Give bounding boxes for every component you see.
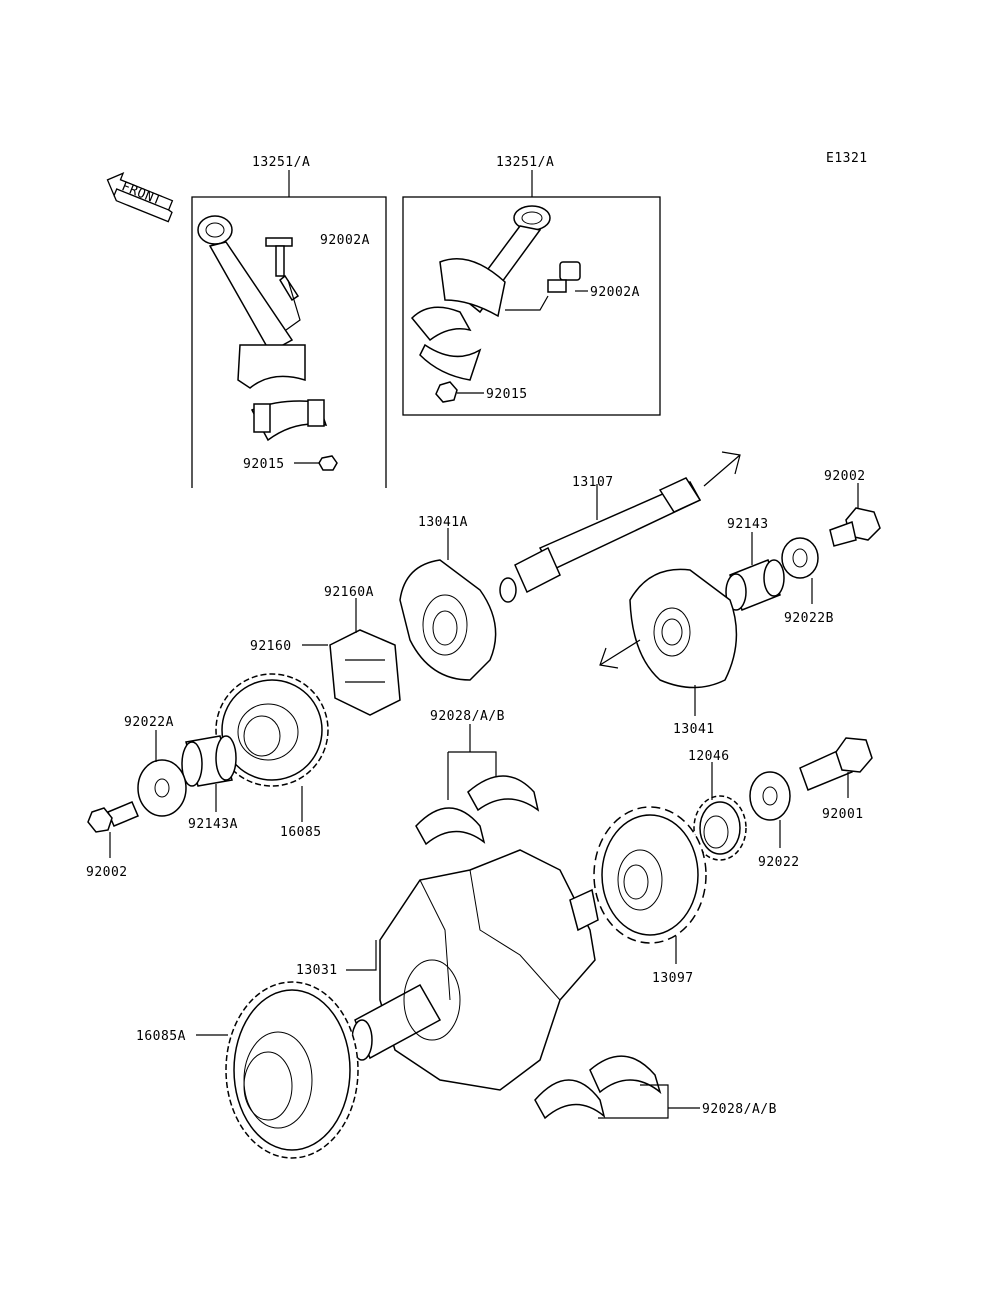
damper-92160	[329, 629, 401, 716]
washer-a-label: 92022A	[124, 715, 174, 730]
sprocket-12046	[693, 795, 747, 861]
conrod-bolt-right	[547, 261, 581, 293]
bolt-92001-label: 92001	[822, 807, 864, 822]
gear-16085	[215, 673, 329, 787]
conrod-right-label: 13251/A	[496, 155, 554, 170]
washer-b-label: 92022B	[784, 611, 834, 626]
diagram-code: E1321	[826, 151, 868, 166]
crankshaft-13031	[351, 849, 599, 1091]
collar-92143a	[181, 735, 237, 787]
sprocket-12046-label: 12046	[688, 749, 730, 764]
sprocket-13097-label: 13097	[652, 971, 694, 986]
bolt-right-label: 92002A	[590, 285, 640, 300]
nut-left-label: 92015	[243, 457, 285, 472]
conrod-right	[410, 205, 551, 381]
conrod-left	[197, 215, 306, 389]
gear-16085-label: 16085	[280, 825, 322, 840]
shaft-13107	[499, 451, 741, 603]
bolt-top-label: 92002	[824, 469, 866, 484]
gear-16085a	[225, 981, 359, 1159]
washer-92022b	[781, 537, 819, 579]
washer-92022	[749, 771, 791, 821]
damper-a-label: 92160A	[324, 585, 374, 600]
damper-label: 92160	[250, 639, 292, 654]
bearings-upper	[415, 724, 540, 846]
shaft-label: 13107	[572, 475, 614, 490]
conrod-bolt-left	[265, 237, 300, 302]
coupling-13041	[599, 568, 738, 689]
conrod-cap-left	[250, 399, 328, 442]
front-arrow-icon: FRONT	[106, 172, 174, 223]
collar-top-label: 92143	[727, 517, 769, 532]
coupling-a-label: 13041A	[418, 515, 468, 530]
conrod-nut-left	[318, 455, 338, 471]
sprocket-13097	[593, 806, 707, 944]
coupling-13041a	[399, 559, 497, 681]
nut-right-label: 92015	[486, 387, 528, 402]
bolt-lower-label: 92002	[86, 865, 128, 880]
conrod-group-right: 13251/A 92002A 92015	[402, 155, 661, 416]
bearings-lower	[534, 1055, 700, 1120]
conrod-group-left: 13251/A 92002A 92015	[191, 155, 387, 488]
bolt-left-label: 92002A	[320, 233, 370, 248]
bearings-lower-label: 92028/A/B	[702, 1102, 777, 1117]
coupling-label: 13041	[673, 722, 715, 737]
bolt-92001	[799, 737, 873, 791]
washer-92022-label: 92022	[758, 855, 800, 870]
crankshaft-label: 13031	[296, 963, 338, 978]
conrod-left-label: 13251/A	[252, 155, 310, 170]
bolt-92002-lower	[87, 801, 139, 833]
collar-92143	[725, 559, 785, 611]
collar-a-label: 92143A	[188, 817, 238, 832]
gear-16085a-label: 16085A	[136, 1029, 186, 1044]
conrod-nut-right	[435, 381, 458, 403]
bolt-92002-top	[829, 507, 881, 547]
bearings-upper-label: 92028/A/B	[430, 709, 505, 724]
washer-92022a	[137, 759, 187, 817]
